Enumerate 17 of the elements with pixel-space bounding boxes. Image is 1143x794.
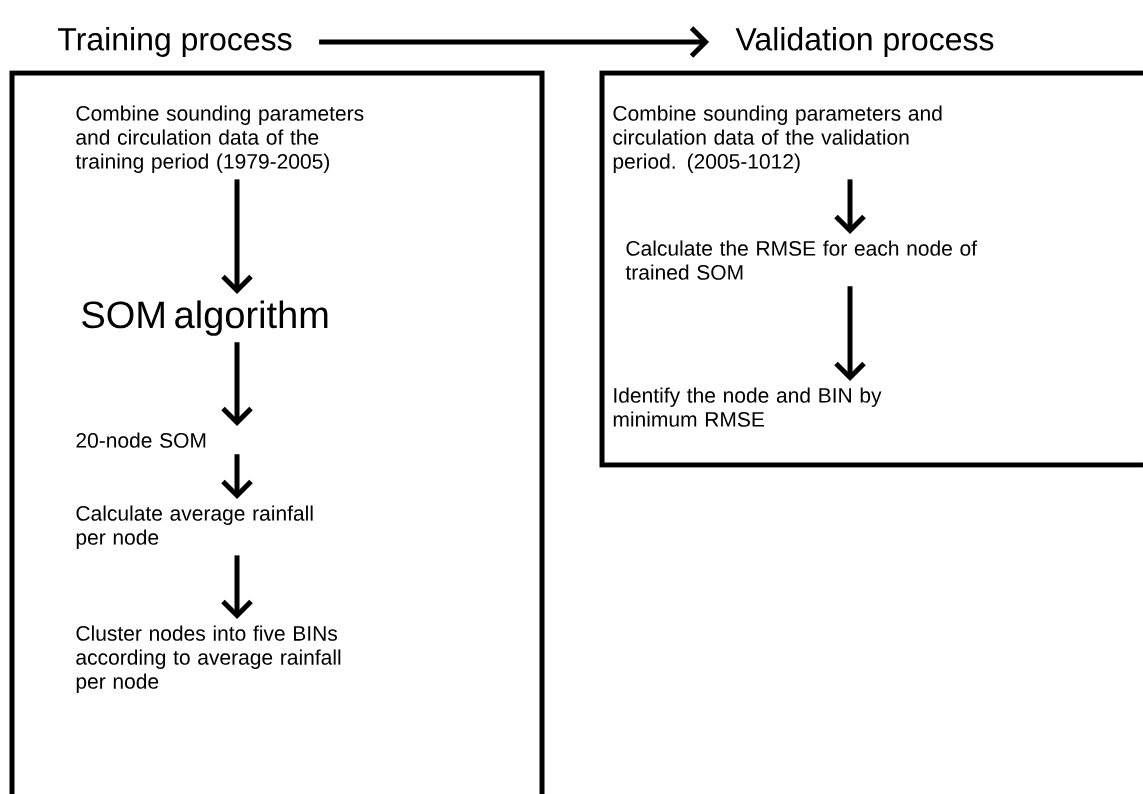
step-text: Identify the node and BIN by minimum RMSE [613, 387, 882, 427]
process-box [9, 70, 545, 794]
process-box [599, 70, 1143, 468]
step-text: Combine sounding parameters and circulation data of the validation period. (2005-1012) [613, 105, 942, 173]
arrow [319, 26, 710, 58]
step-text: SOM algorithm [82, 300, 328, 336]
heading: Validation process [735, 27, 994, 57]
arrow [221, 179, 253, 294]
arrow [834, 286, 866, 381]
step-text: Calculate average rainfall per node [76, 505, 313, 549]
step-text: Cluster nodes into five BINs according to average rainfall per node [76, 625, 341, 693]
heading: Training process [58, 27, 292, 57]
step-text: Combine sounding parameters and circulation data of the training period (1979-2005) [75, 105, 364, 173]
arrow [221, 342, 253, 426]
step-text: Calculate the RMSE for each node of trained SOM [625, 240, 978, 280]
step-text: 20-node SOM [76, 432, 206, 448]
arrow [221, 555, 253, 619]
